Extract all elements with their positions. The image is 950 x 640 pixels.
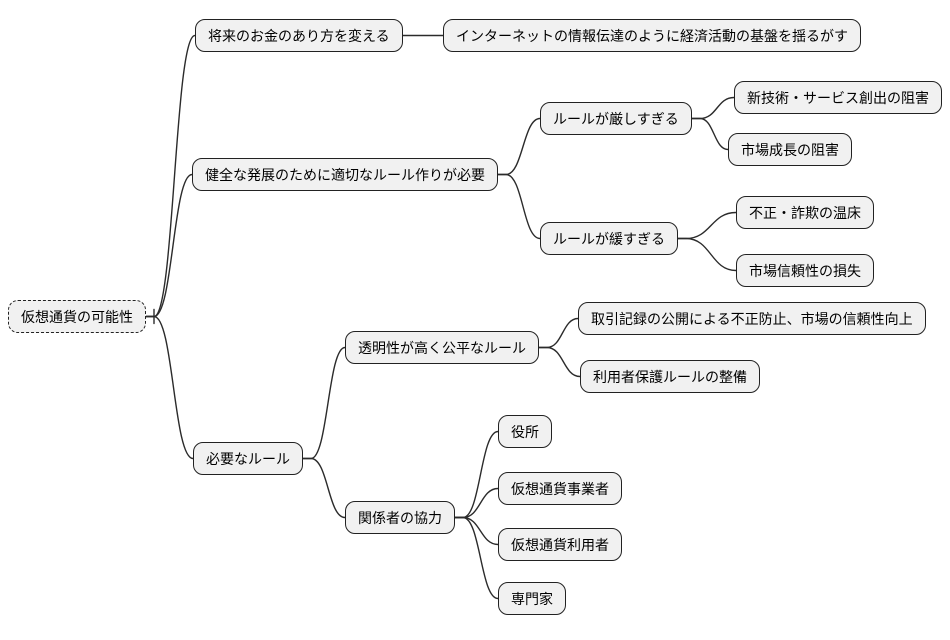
edge-line (454, 430, 499, 519)
edge-line (677, 237, 737, 272)
edge-line (538, 317, 579, 349)
node-rules-too-strict[interactable]: ルールが厳しすぎる (540, 102, 692, 135)
node-need-proper-rulemaking[interactable]: 健全な発展のために適切なルール作りが必要 (192, 158, 498, 191)
edge-line (691, 117, 729, 151)
edge-line (145, 173, 193, 318)
edge-line (538, 346, 581, 378)
node-user-protection-rules[interactable]: 利用者保護ルールの整備 (580, 360, 760, 393)
node-rules-too-loose[interactable]: ルールが緩すぎる (540, 222, 678, 255)
edge-line (691, 96, 735, 120)
node-crypto-businesses[interactable]: 仮想通貨事業者 (498, 472, 622, 505)
node-breeding-ground-for-fraud[interactable]: 不正・詐欺の温床 (736, 196, 874, 229)
node-transparent-fair-rules[interactable]: 透明性が高く公平なルール (345, 331, 539, 364)
node-hinder-new-tech-services[interactable]: 新技術・サービス創出の阻害 (734, 81, 942, 114)
edge-line (302, 346, 346, 460)
node-government-offices[interactable]: 役所 (498, 415, 552, 448)
node-loss-of-market-trust[interactable]: 市場信頼性の損失 (736, 254, 874, 287)
node-crypto-users[interactable]: 仮想通貨利用者 (498, 528, 622, 561)
edge-line (145, 34, 196, 318)
edge-line (302, 457, 346, 519)
node-stakeholder-cooperation[interactable]: 関係者の協力 (345, 501, 455, 534)
edge-line (677, 211, 737, 240)
node-internet-analogy[interactable]: インターネットの情報伝達のように経済活動の基盤を揺るがす (443, 19, 861, 52)
edge-line (497, 173, 541, 240)
node-transaction-record-disclosure[interactable]: 取引記録の公開による不正防止、市場の信頼性向上 (578, 302, 926, 335)
node-necessary-rules[interactable]: 必要なルール (193, 442, 303, 475)
node-experts[interactable]: 専門家 (498, 582, 566, 615)
node-change-future-money[interactable]: 将来のお金のあり方を変える (195, 19, 403, 52)
edge-line (454, 516, 499, 600)
edge-line (497, 117, 541, 176)
edge-line (145, 315, 194, 460)
node-root-virtual-currency-potential[interactable]: 仮想通貨の可能性 (8, 300, 146, 333)
node-hinder-market-growth[interactable]: 市場成長の阻害 (728, 133, 852, 166)
